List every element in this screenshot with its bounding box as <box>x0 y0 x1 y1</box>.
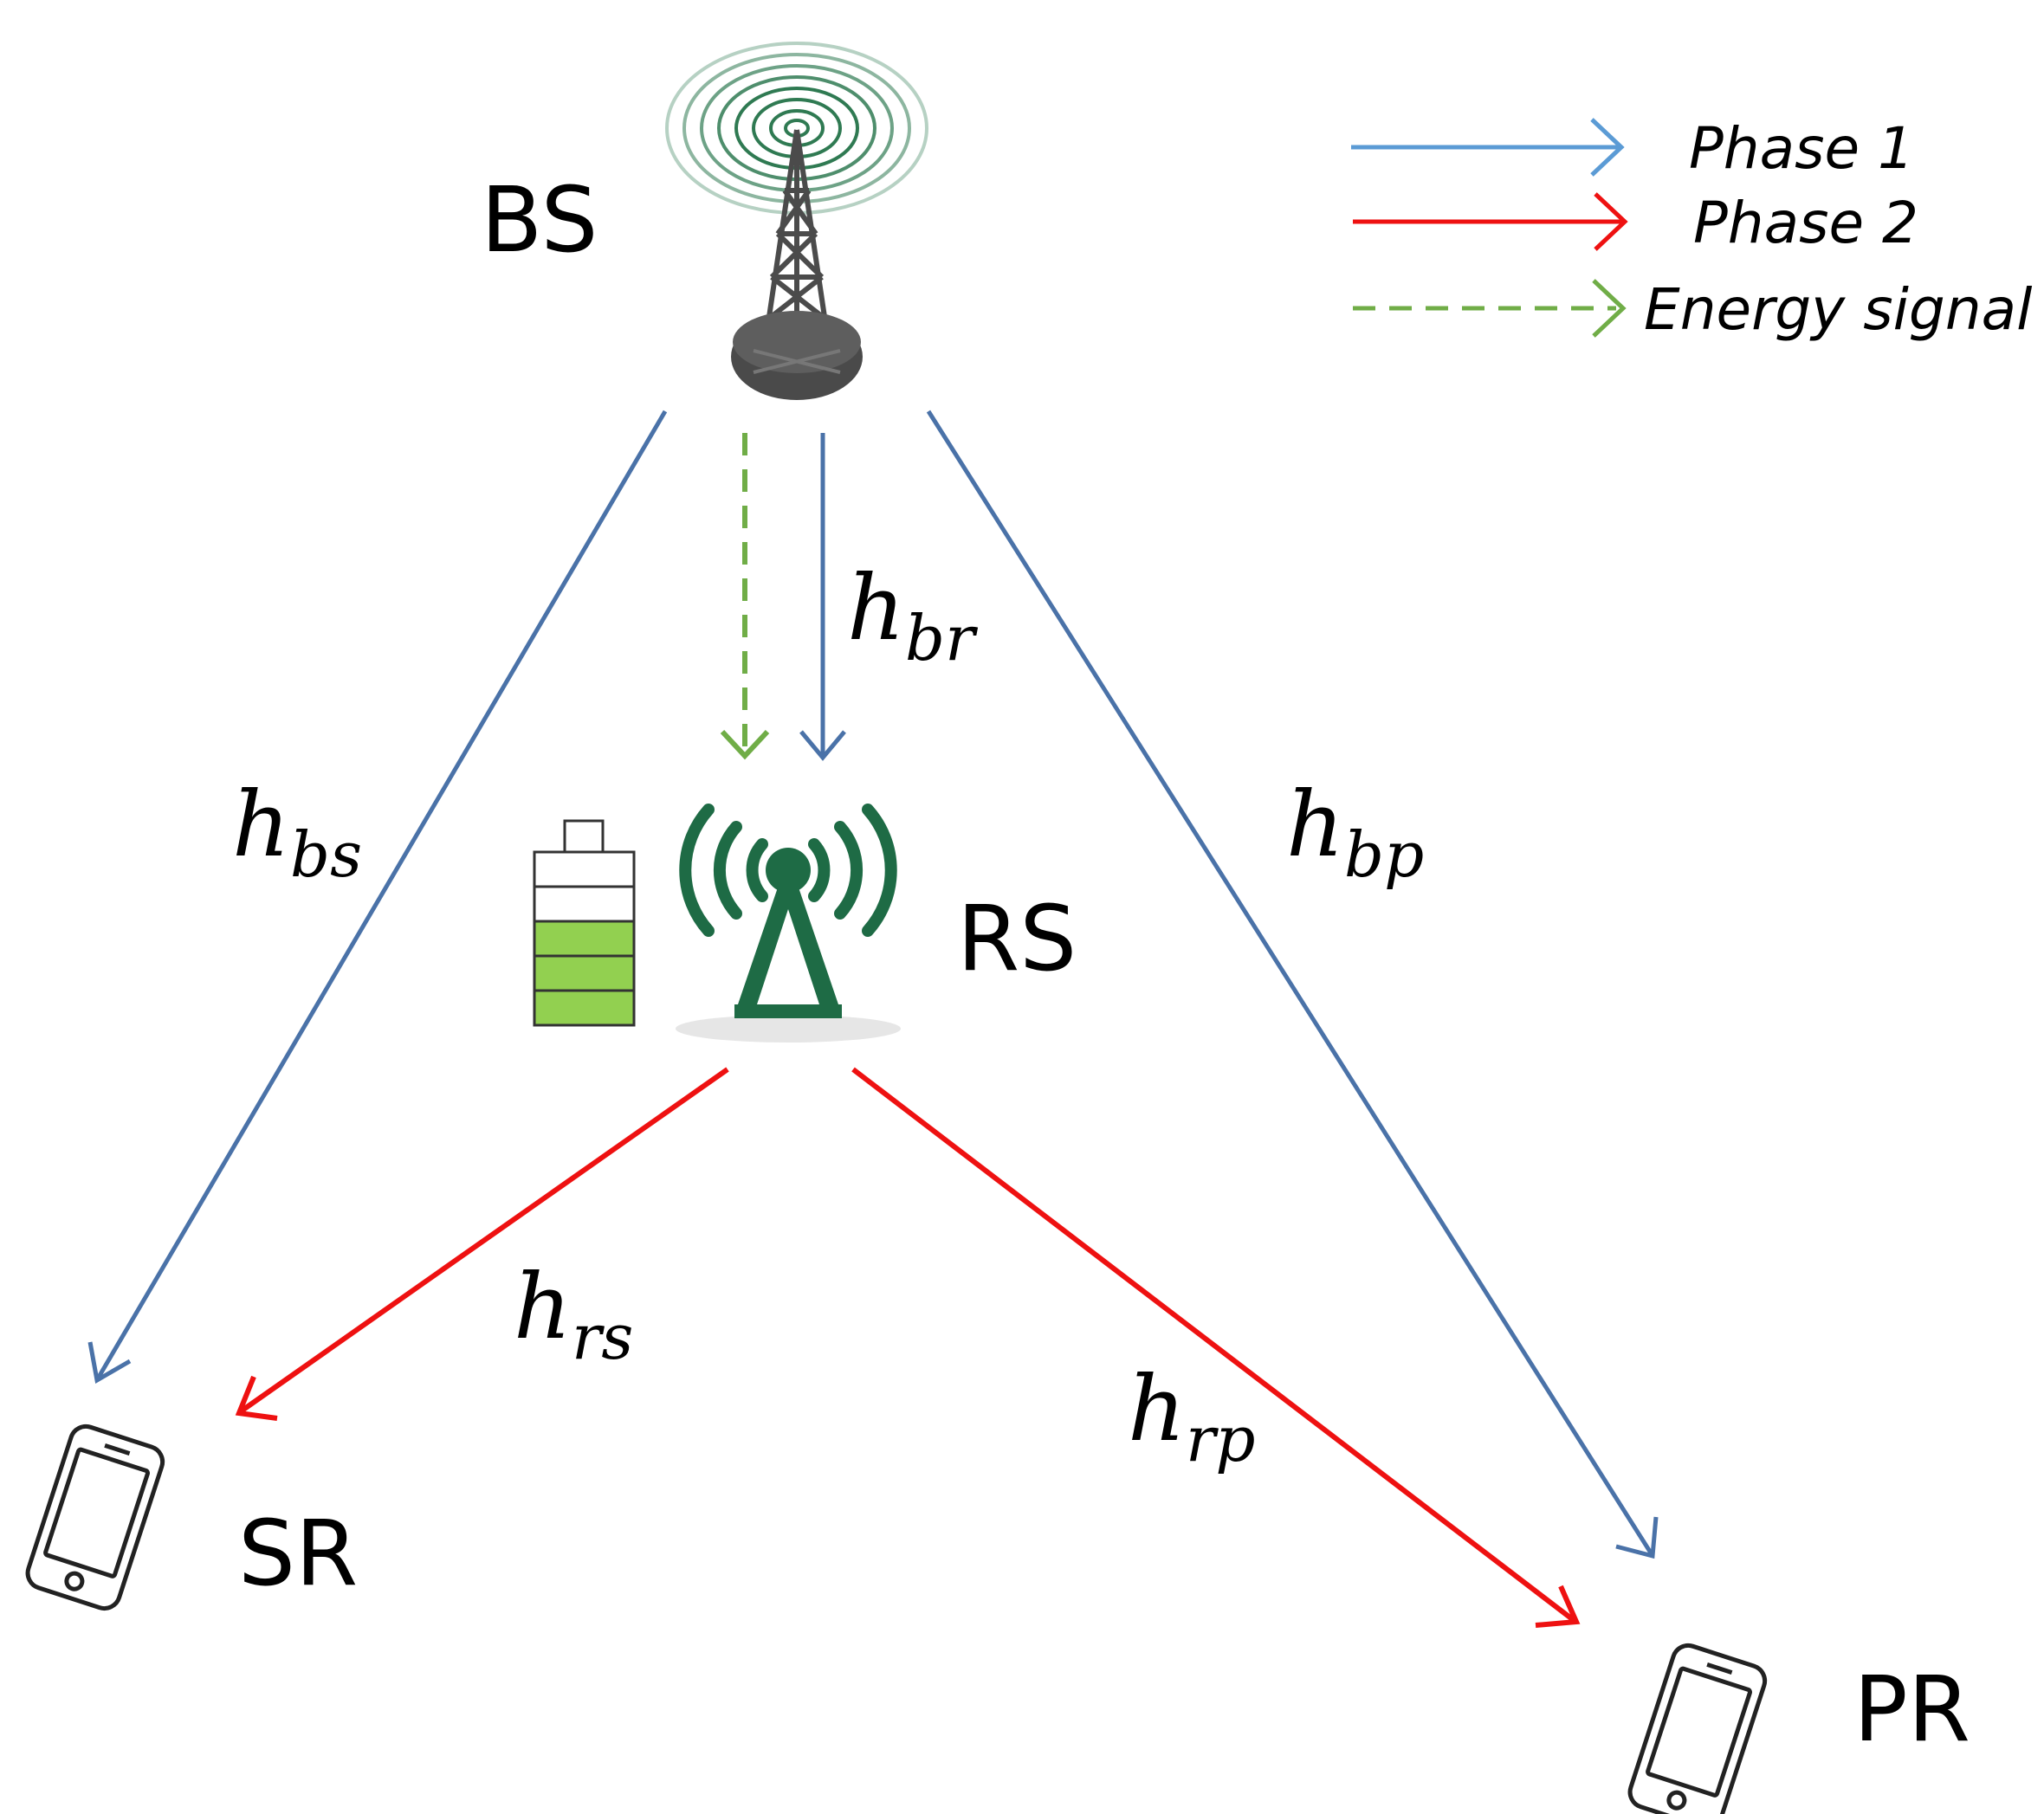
legend-phase2-arrow <box>1353 192 1628 251</box>
base-station-icon <box>665 42 928 400</box>
channel-label-h-rp: hrp <box>1128 1356 1256 1475</box>
phone-icon-pr <box>1627 1643 1768 1814</box>
battery-icon <box>533 819 636 1027</box>
link-bs-to-rs <box>799 433 846 761</box>
channel-label-h-br: hbr <box>847 555 978 675</box>
phone-icon-sr <box>25 1423 165 1611</box>
legend-energy-label: Energy signal <box>1644 276 2033 343</box>
bs-label: BS <box>481 167 598 273</box>
legend-phase1-label: Phase 1 <box>1689 115 1914 182</box>
link-rs-to-sr <box>235 1067 729 1421</box>
legend-phase1-arrow <box>1351 118 1625 177</box>
energy-signal-bs-to-rs <box>720 433 770 760</box>
pr-label: PR <box>1853 1656 1970 1762</box>
sr-label: SR <box>238 1501 358 1606</box>
legend-energy-arrow <box>1353 279 1627 338</box>
channel-label-h-rs: hrs <box>514 1254 633 1373</box>
channel-label-h-bs: hbs <box>232 771 362 891</box>
channel-label-h-bp: hbp <box>1286 771 1424 891</box>
tower-base <box>731 311 863 400</box>
legend: Phase 1 Phase 2 Energy signal <box>1351 115 2033 343</box>
link-bs-to-sr <box>87 410 668 1384</box>
link-rs-to-pr <box>851 1067 1581 1628</box>
link-bs-to-pr <box>926 410 1659 1559</box>
rs-label: RS <box>957 886 1077 991</box>
relay-station-icon <box>676 804 901 1043</box>
legend-phase2-label: Phase 2 <box>1693 190 1918 256</box>
